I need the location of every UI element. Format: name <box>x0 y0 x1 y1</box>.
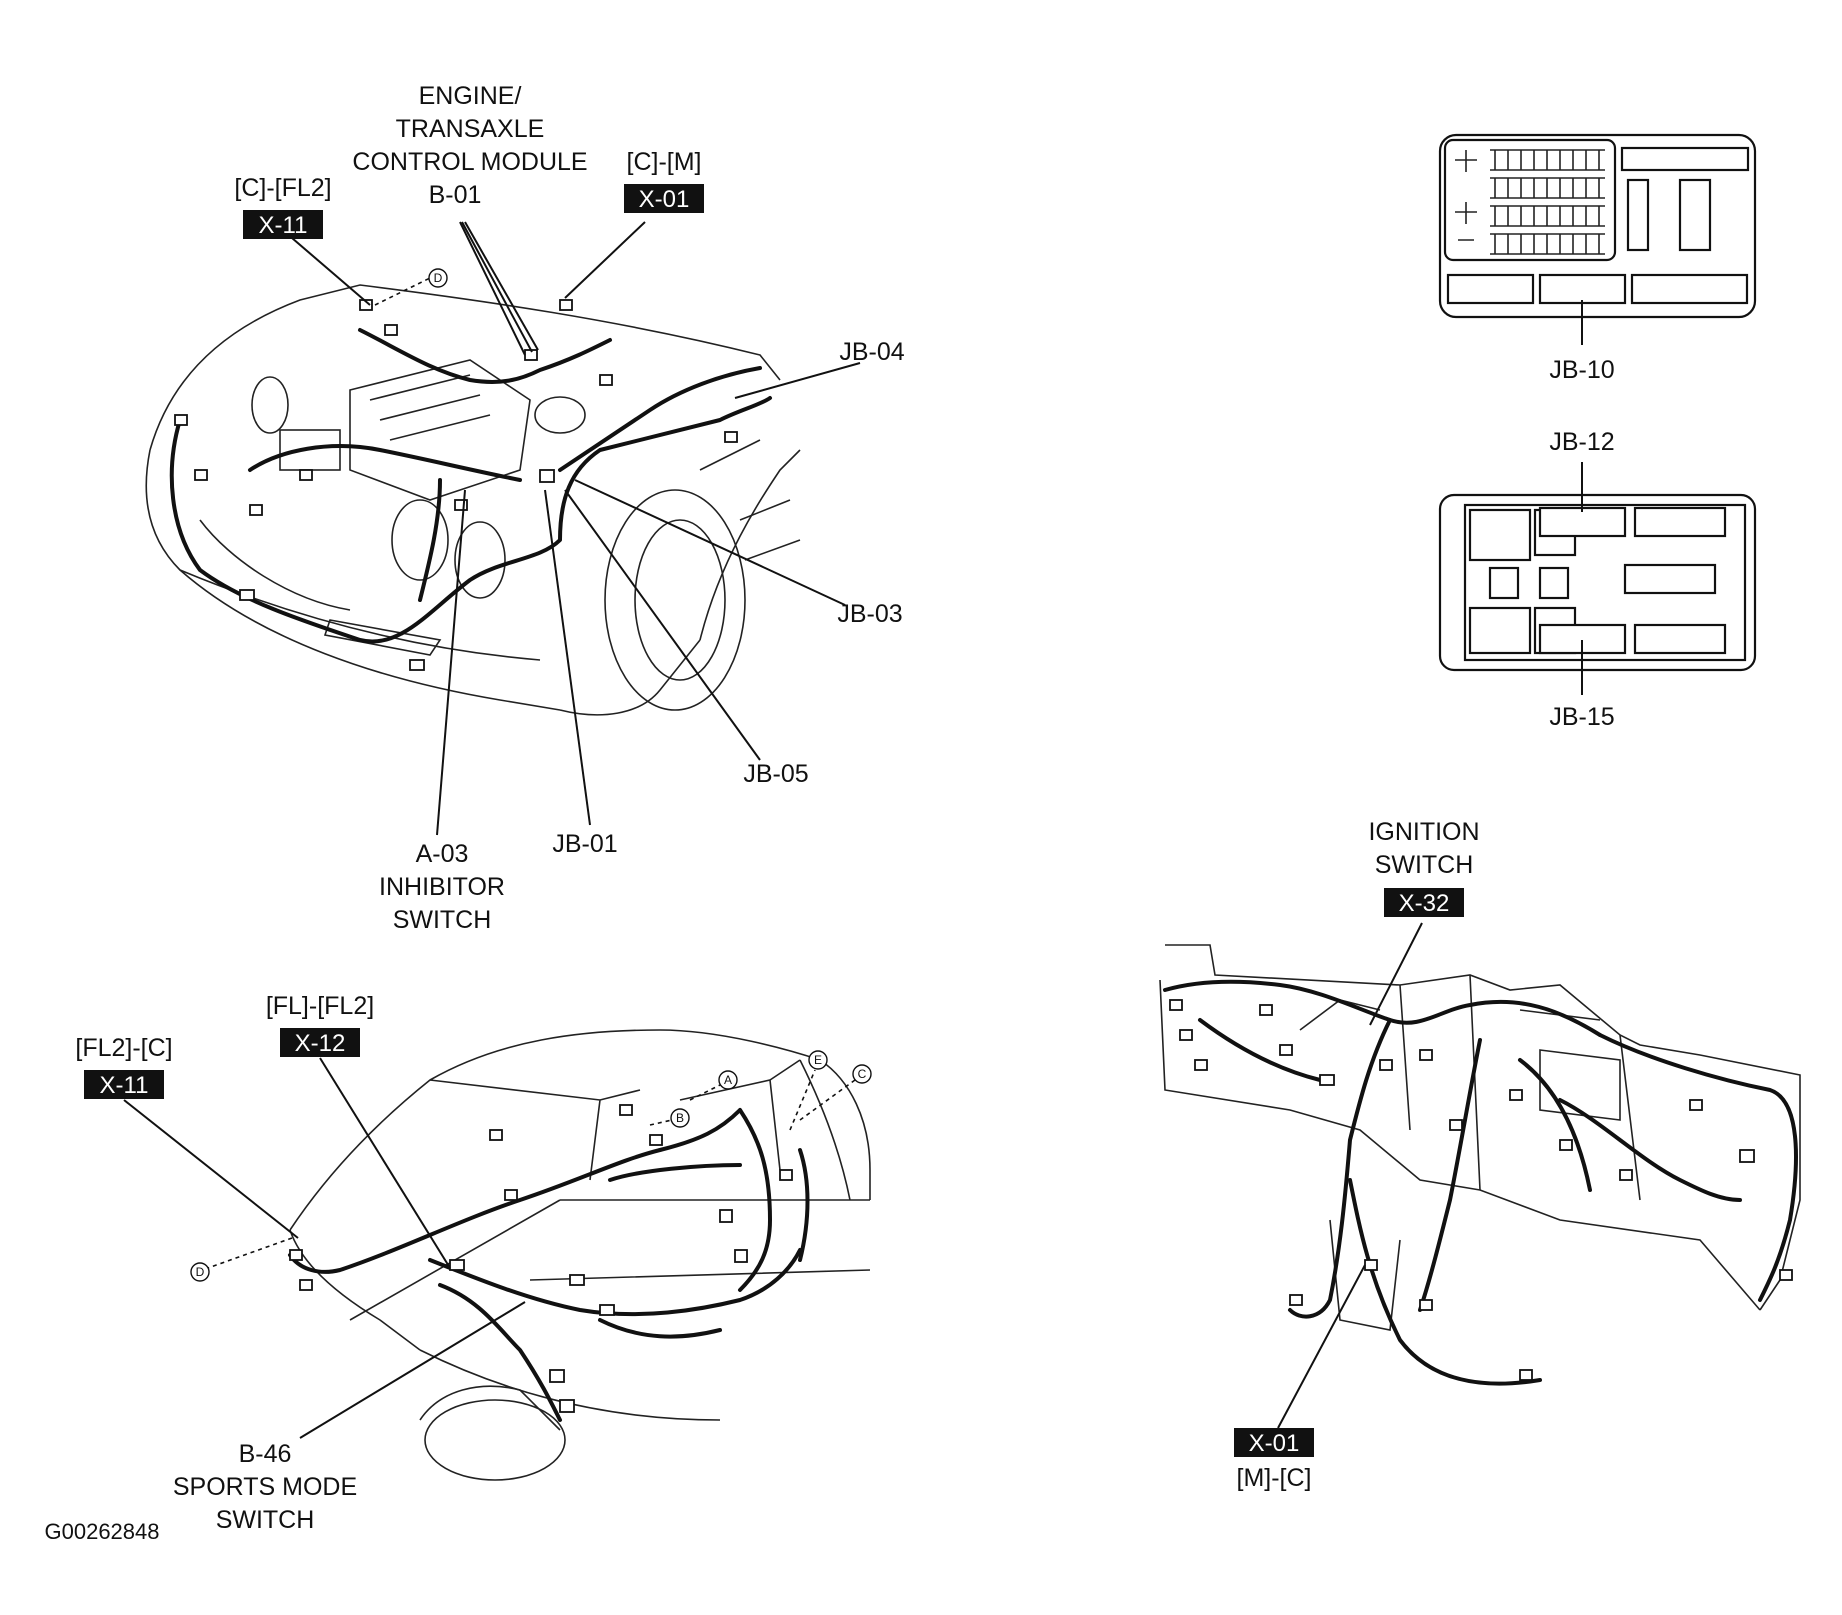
marker-d-circle <box>428 268 448 288</box>
marker-d-body-circle <box>190 1262 210 1282</box>
x01-tag: X-01 <box>639 186 690 213</box>
ecm-leader-2 <box>461 221 533 353</box>
figure-id: G00262848 <box>45 1519 160 1544</box>
x32-leader <box>1369 922 1423 1026</box>
x01-dash-tag: X-01 <box>1249 1430 1300 1457</box>
jb10-label: JB-10 <box>1549 356 1614 384</box>
marker-c-circle <box>852 1064 872 1084</box>
x11-tag-bg <box>243 210 323 239</box>
jb05-label: JB-05 <box>743 760 808 788</box>
x11-tag: X-11 <box>259 212 308 239</box>
body-side-view: D A B E C [FL]-[FL2] X-12 [FL2]-[C] X-11… <box>75 992 872 1534</box>
ecm-label-line3: CONTROL MODULE <box>352 148 587 176</box>
x11-body-tag-bg <box>84 1070 164 1099</box>
c-dashed <box>799 1079 856 1121</box>
x32-tag: X-32 <box>1399 890 1450 917</box>
ecm-code: B-01 <box>429 181 482 209</box>
jb01-leader <box>544 489 591 826</box>
marker-b: B <box>676 1111 684 1125</box>
marker-d: D <box>434 271 443 285</box>
jb05-leader <box>564 489 761 761</box>
fuse-box-jb10: JB-10 <box>1438 133 1757 384</box>
x12-tag-bg <box>280 1028 360 1057</box>
a03-label-line1: INHIBITOR <box>379 873 505 901</box>
b46-label-line2: SWITCH <box>216 1506 315 1534</box>
x11-body-pins-label: [FL2]-[C] <box>75 1034 172 1062</box>
ecm-leader-3 <box>464 221 539 351</box>
x01-tag-bg <box>624 184 704 213</box>
fuse-box-jb12-jb15: JB-12 JB-15 <box>1438 428 1757 731</box>
marker-a: A <box>724 1073 732 1087</box>
x12-pins-label: [FL]-[FL2] <box>266 992 374 1020</box>
ign-label-line1: IGNITION <box>1368 818 1479 846</box>
x11-leader <box>284 231 371 306</box>
jb12-label: JB-12 <box>1549 428 1614 456</box>
a03-code: A-03 <box>416 840 469 868</box>
x32-tag-bg <box>1384 888 1464 917</box>
x12-tag: X-12 <box>295 1030 346 1057</box>
marker-b-circle <box>670 1108 690 1128</box>
dash-harness-view: IGNITION SWITCH X-32 X-01 [M]-[C] <box>1159 818 1801 1492</box>
a03-leader <box>436 489 466 836</box>
b46-leader <box>299 1301 526 1439</box>
x11-body-leader <box>123 1099 299 1239</box>
ecm-label-line2: TRANSAXLE <box>396 115 545 143</box>
a03-label-line2: SWITCH <box>393 906 492 934</box>
jb15-label: JB-15 <box>1549 703 1614 731</box>
jb04-label: JB-04 <box>839 338 904 366</box>
x12-leader <box>319 1057 451 1269</box>
ecm-label-line1: ENGINE/ <box>419 82 522 110</box>
b46-label-line1: SPORTS MODE <box>173 1473 357 1501</box>
x01-dash-pins-label: [M]-[C] <box>1237 1464 1312 1492</box>
a-dashed <box>689 1084 721 1101</box>
d-dashed <box>374 277 431 306</box>
x01-dash-tag-bg <box>1234 1428 1314 1457</box>
d-dashed-body <box>207 1237 293 1269</box>
x11-body-tag: X-11 <box>100 1072 149 1099</box>
marker-e: E <box>814 1053 822 1067</box>
x01-dash-leader <box>1277 1264 1366 1429</box>
jb04-leader <box>734 362 861 399</box>
jb03-label: JB-03 <box>837 600 902 628</box>
engine-bay-view: D ENGINE/ TRANSAXLE CONTROL MODULE B-01 … <box>145 82 905 934</box>
e-dashed <box>789 1069 816 1131</box>
ecm-leader-1 <box>459 221 526 356</box>
x11-pins-label: [C]-[FL2] <box>234 174 331 202</box>
marker-a-circle <box>718 1070 738 1090</box>
x01-leader <box>564 221 646 299</box>
ign-label-line2: SWITCH <box>1375 851 1474 879</box>
marker-c: C <box>858 1067 867 1081</box>
b-dashed <box>649 1119 673 1126</box>
jb01-label: JB-01 <box>552 830 617 858</box>
marker-d-body: D <box>196 1265 205 1279</box>
marker-e-circle <box>808 1050 828 1070</box>
jb03-leader <box>574 479 846 606</box>
b46-code: B-46 <box>239 1440 292 1468</box>
x01-pins-label: [C]-[M] <box>627 148 702 176</box>
